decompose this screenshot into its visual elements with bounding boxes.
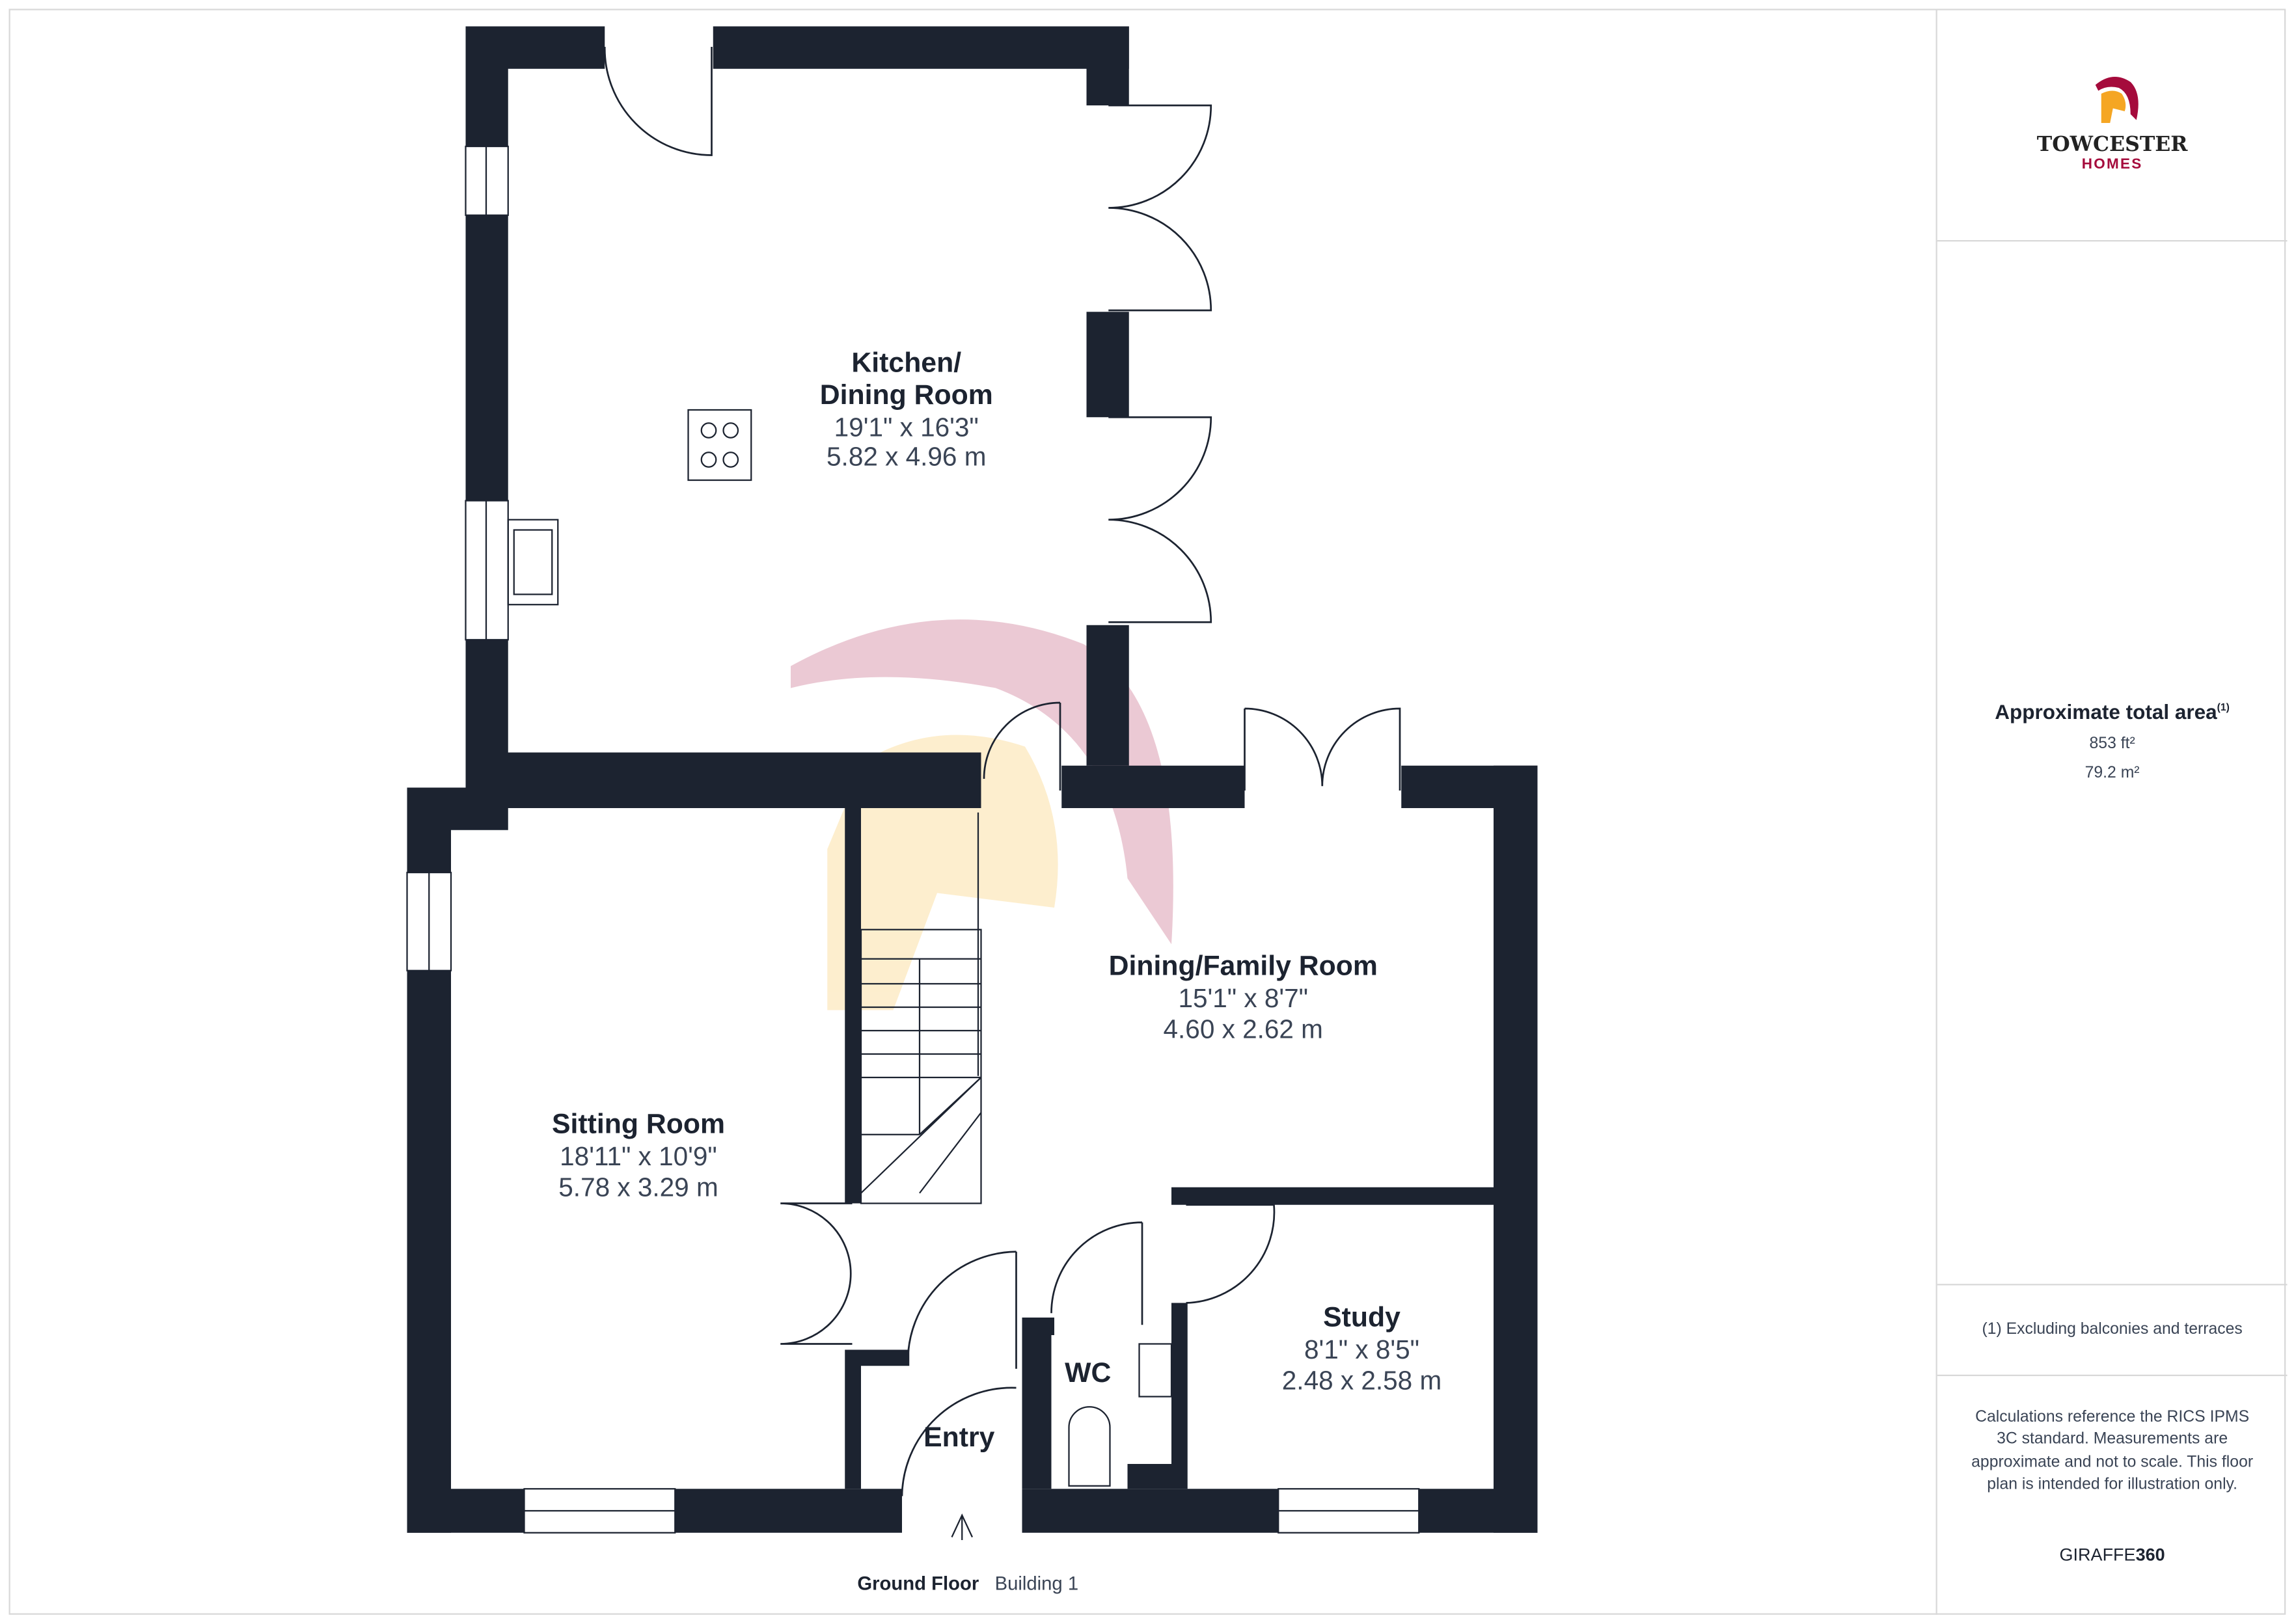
area-ft: 853 ft² — [2089, 735, 2135, 753]
room-kitchen: Kitchen/ Dining Room 19'1" x 16'3" 5.82 … — [820, 349, 993, 473]
brand-logo: TOWCESTER HOMES — [1937, 9, 2288, 242]
windows — [406, 145, 1420, 1534]
room-dining-family: Dining/Family Room 15'1" x 8'7" 4.60 x 2… — [1109, 952, 1378, 1044]
room-name: Kitchen/ — [851, 348, 962, 379]
building-name: Building 1 — [994, 1572, 1079, 1595]
giraffe360-credit: GIRAFFE360 — [1937, 1545, 2288, 1565]
room-entry: Entry — [923, 1423, 994, 1455]
credit-text: GIRAFFE — [2059, 1544, 2136, 1565]
floor-caption: Ground Floor Building 1 — [0, 1573, 1936, 1595]
floor-name: Ground Floor — [857, 1572, 979, 1595]
area-section: Approximate total area(1) 853 ft² 79.2 m… — [1937, 240, 2288, 1286]
room-size-imperial: 15'1" x 8'7" — [1178, 983, 1309, 1013]
brand-name: TOWCESTER — [2036, 133, 2188, 157]
area-footnote-ref: (1) — [2217, 703, 2230, 714]
area-title: Approximate total area — [1995, 699, 2217, 724]
room-size-imperial: 19'1" x 16'3" — [834, 412, 979, 442]
room-size-metric: 2.48 x 2.58 m — [1281, 1365, 1442, 1395]
area-m: 79.2 m² — [2084, 764, 2140, 782]
room-size-imperial: 18'11" x 10'9" — [560, 1141, 717, 1171]
doors — [603, 46, 1401, 1496]
floor-plan — [406, 26, 1538, 1540]
room-name: WC — [1065, 1359, 1112, 1390]
room-size-metric: 4.60 x 2.62 m — [1163, 1014, 1323, 1044]
disclaimer: Calculations reference the RICS IPMS 3C … — [1971, 1408, 2254, 1494]
info-panel: TOWCESTER HOMES Approximate total area(1… — [1935, 8, 2288, 1615]
footnote: (1) Excluding balconies and terraces — [1937, 1284, 2288, 1376]
room-study: Study 8'1" x 8'5" 2.48 x 2.58 m — [1282, 1303, 1442, 1396]
brand-sub: HOMES — [2081, 156, 2143, 173]
room-name: Dining/Family Room — [1108, 951, 1378, 982]
room-size-metric: 5.82 x 4.96 m — [827, 442, 987, 472]
helmet-logo-icon — [2094, 77, 2138, 123]
credit-number: 360 — [2135, 1544, 2165, 1565]
sink-icon — [507, 519, 559, 606]
room-name: Study — [1323, 1303, 1401, 1334]
entry-arrow-icon — [951, 1513, 974, 1540]
fixtures — [507, 409, 1173, 1540]
page-frame — [8, 8, 2286, 1615]
room-wc: WC — [1065, 1359, 1111, 1390]
room-sitting: Sitting Room 18'11" x 10'9" 5.78 x 3.29 … — [552, 1110, 725, 1202]
stairs — [860, 812, 982, 1204]
basin-icon — [1138, 1343, 1173, 1398]
room-size-imperial: 8'1" x 8'5" — [1304, 1334, 1420, 1364]
room-name: Sitting Room — [552, 1109, 725, 1141]
hob-icon — [687, 409, 752, 481]
toilet-icon — [1068, 1406, 1111, 1487]
room-size-metric: 5.78 x 3.29 m — [558, 1172, 718, 1202]
room-name: Entry — [923, 1423, 995, 1454]
room-name: Dining Room — [819, 380, 993, 411]
